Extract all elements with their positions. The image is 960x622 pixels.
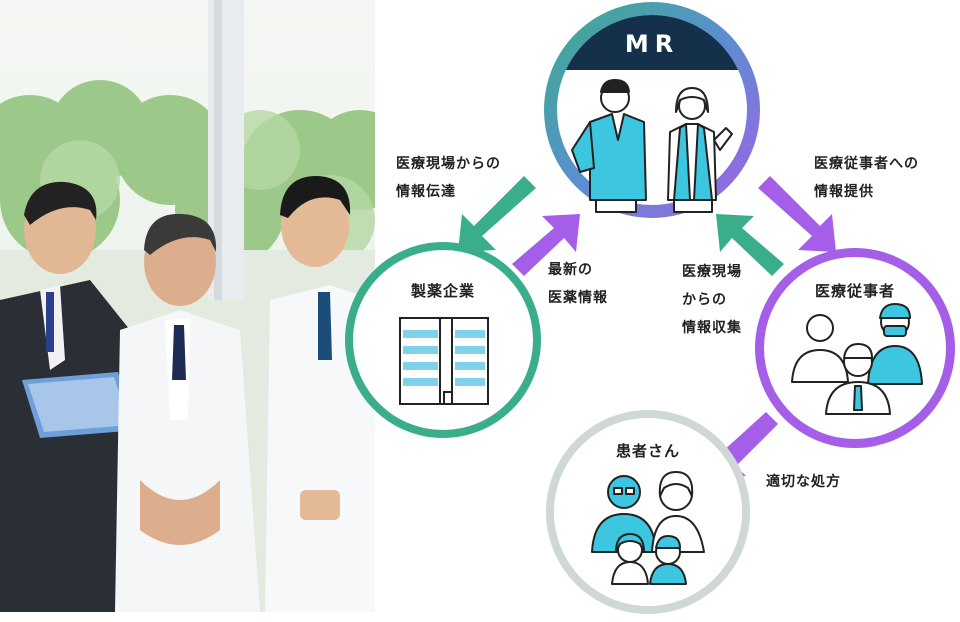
label-company-to-mr: 最新の 医薬情報: [548, 262, 608, 306]
arrow-company-to-mr: [512, 214, 580, 276]
healthcare-staff-icon: [791, 303, 923, 415]
company-node: [345, 242, 541, 438]
healthcare-professional-node: [755, 248, 955, 448]
business-meeting-photo: [0, 0, 375, 612]
patient-title: 患者さん: [615, 442, 680, 460]
building-icon: [399, 317, 489, 405]
arrow-mr-to-hcp: [758, 176, 836, 252]
label-mr-to-company: 医療現場からの 情報伝達: [396, 156, 501, 200]
mr-title: MR: [624, 30, 680, 58]
mr-node: [544, 2, 760, 218]
patient-node: [546, 410, 750, 614]
mr-people-icon: [571, 79, 733, 213]
company-title: 製薬企業: [410, 282, 475, 300]
hcp-title: 医療従事者: [814, 282, 895, 300]
family-icon: [591, 471, 705, 585]
label-mr-to-hcp: 医療従事者への 情報提供: [814, 156, 919, 200]
arrow-mr-to-company: [458, 176, 536, 252]
label-hcp-to-mr: 医療現場 からの 情報収集: [682, 264, 742, 336]
label-hcp-to-patient: 適切な処方: [766, 474, 841, 490]
arrow-hcp-to-mr: [716, 214, 784, 276]
